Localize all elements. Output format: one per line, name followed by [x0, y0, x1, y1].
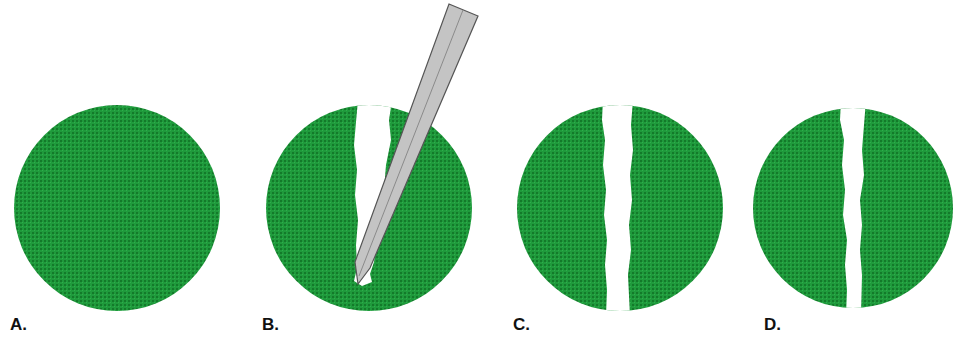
blade-edge — [359, 10, 463, 276]
knife-blade — [355, 4, 478, 284]
panel-letter: D. — [764, 316, 781, 333]
panel-letter: C. — [513, 316, 530, 333]
panel-letter: A. — [10, 316, 27, 333]
intact-disc — [14, 105, 220, 311]
wide-gap — [602, 100, 633, 316]
panel-letter: B. — [262, 316, 279, 333]
narrow-gap — [840, 100, 866, 316]
